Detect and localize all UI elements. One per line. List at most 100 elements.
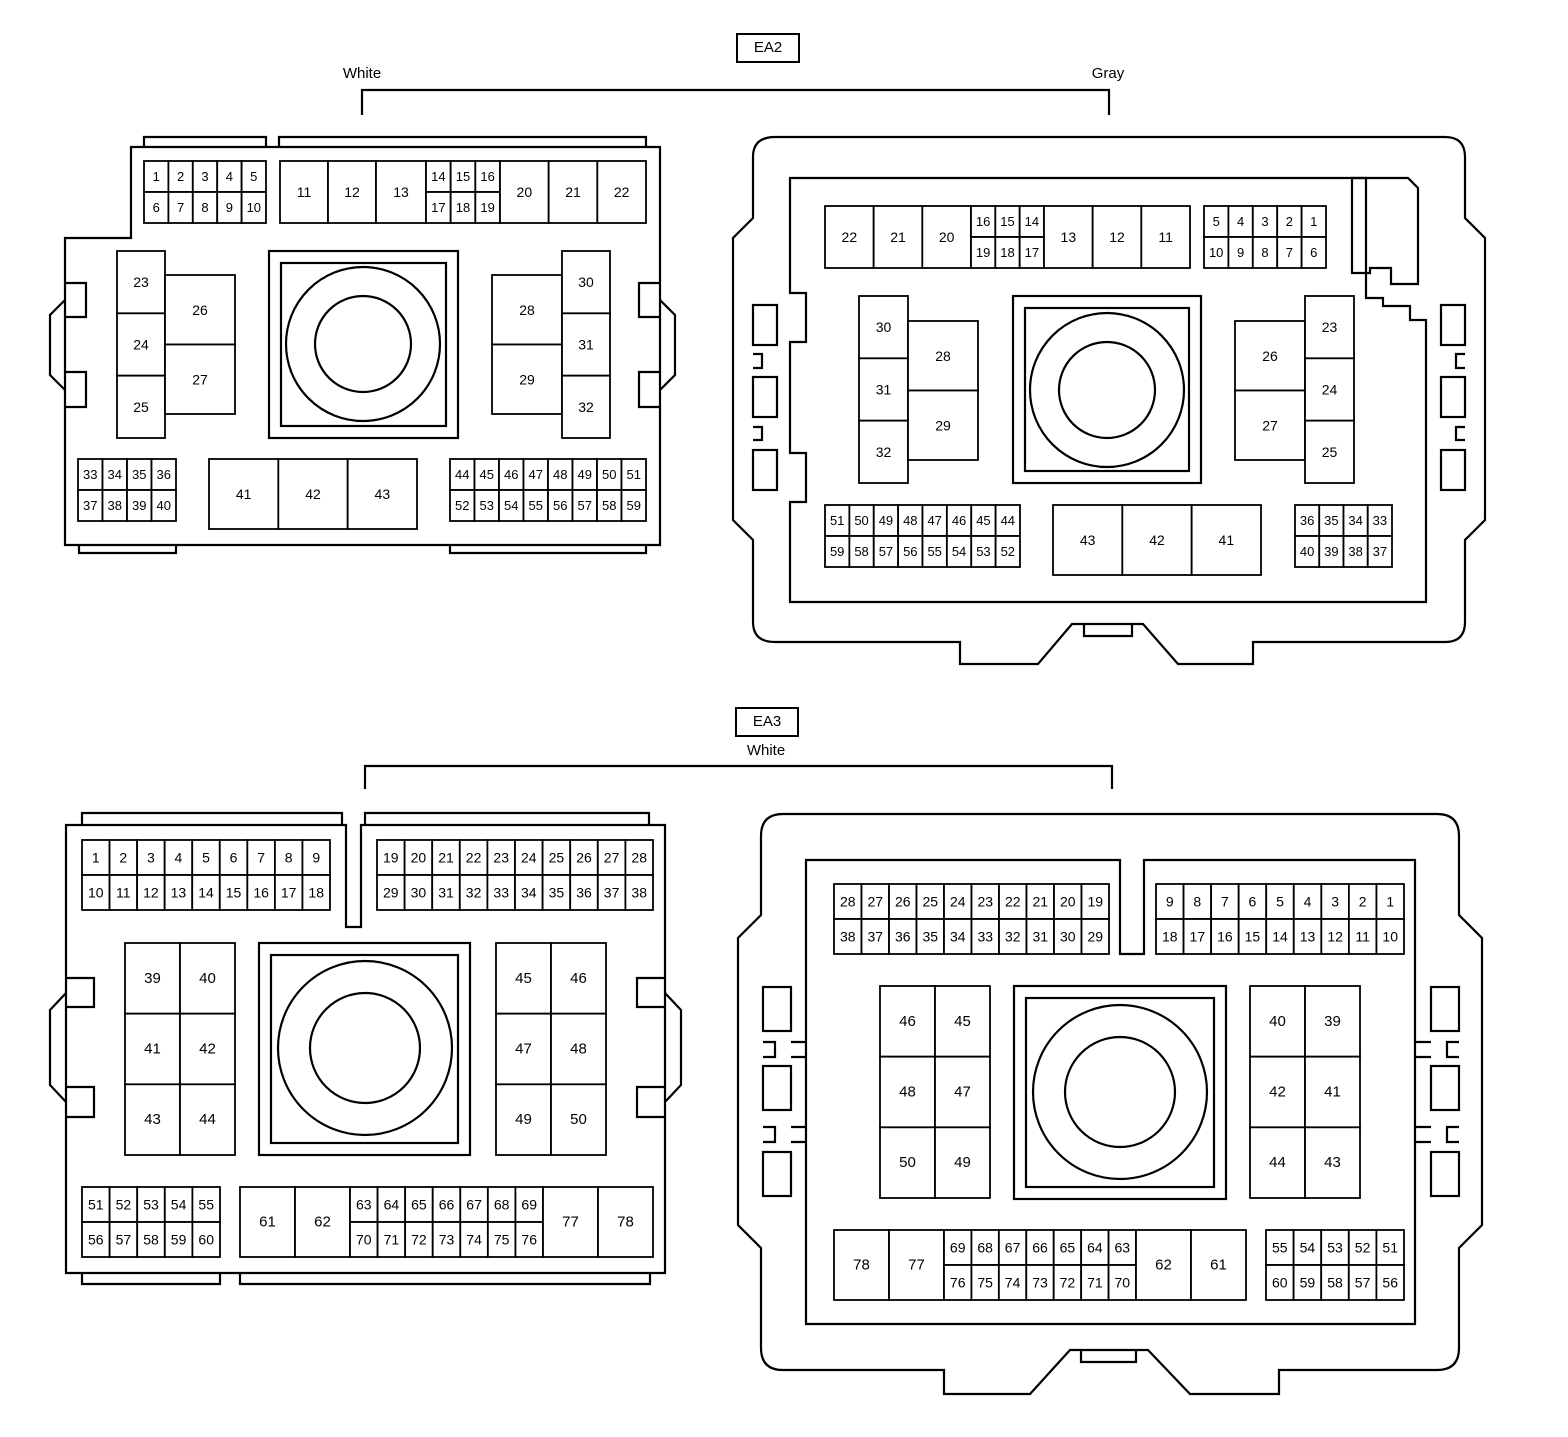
terminal-cell: [301, 874, 331, 911]
terminal-number: 15: [1000, 214, 1014, 229]
terminal-number: 37: [604, 885, 620, 901]
terminal-cell: [561, 374, 611, 439]
terminal-number: 27: [604, 850, 620, 866]
terminal-number: 63: [1114, 1240, 1130, 1256]
terminal-cell: [1249, 1055, 1306, 1129]
terminal-number: 7: [257, 850, 265, 866]
terminal-number: 71: [384, 1232, 400, 1248]
terminal-cell: [1053, 918, 1083, 955]
terminal-number: 45: [976, 513, 990, 528]
ea2-bracket: [360, 88, 1111, 115]
terminal-number: 2: [1286, 214, 1293, 229]
terminal-number: 17: [431, 200, 445, 215]
terminal-number: 43: [144, 1111, 161, 1128]
terminal-cell: [514, 1221, 544, 1258]
terminal-number: 32: [876, 444, 892, 460]
terminal-cell: [907, 389, 979, 461]
terminal-cell: [81, 1221, 111, 1258]
terminal-cell: [179, 1083, 236, 1156]
terminal-cell: [191, 1221, 221, 1258]
terminal-number: 60: [198, 1232, 214, 1248]
terminal-number: 62: [1155, 1257, 1172, 1274]
terminal-cell: [833, 918, 863, 955]
terminal-number: 28: [840, 894, 856, 910]
terminal-cell: [486, 874, 516, 911]
terminal-number: 49: [515, 1111, 532, 1128]
terminal-number: 50: [602, 467, 616, 482]
terminal-number: 67: [1005, 1240, 1021, 1256]
terminal-cell: [550, 1012, 607, 1086]
terminal-number: 12: [344, 184, 360, 200]
terminal-number: 11: [1158, 229, 1173, 245]
terminal-cell: [167, 160, 194, 193]
ea3-white-label: White: [746, 742, 786, 759]
terminal-number: 41: [1324, 1084, 1341, 1101]
terminal-cell: [1320, 918, 1350, 955]
terminal-number: 28: [519, 302, 535, 318]
terminal-number: 13: [171, 885, 187, 901]
terminal-number: 77: [908, 1257, 925, 1274]
terminal-cell: [921, 504, 948, 537]
terminal-number: 14: [1272, 929, 1288, 945]
terminal-number: 5: [1276, 894, 1284, 910]
terminal-number: 35: [132, 467, 146, 482]
terminal-number: 6: [230, 850, 238, 866]
terminal-number: 55: [529, 498, 543, 513]
terminal-number: 53: [480, 498, 494, 513]
terminal-cell: [498, 489, 525, 522]
terminal-number: 77: [562, 1214, 579, 1231]
terminal-number: 19: [1087, 894, 1103, 910]
terminal-number: 18: [1162, 929, 1178, 945]
terminal-number: 69: [521, 1197, 537, 1213]
terminal-number: 9: [1237, 245, 1244, 260]
terminal-number: 53: [976, 544, 990, 559]
terminal-number: 43: [375, 486, 391, 502]
terminal-cell: [431, 874, 461, 911]
terminal-number: 31: [578, 337, 594, 353]
terminal-number: 65: [411, 1197, 427, 1213]
terminal-cell: [150, 489, 177, 522]
terminal-number: 34: [1348, 513, 1362, 528]
terminal-number: 23: [493, 850, 509, 866]
terminal-number: 3: [147, 850, 155, 866]
terminal-cell: [346, 458, 418, 530]
terminal-number: 61: [259, 1214, 276, 1231]
terminal-number: 38: [840, 929, 856, 945]
terminal-cell: [150, 458, 177, 491]
terminal-number: 6: [1310, 245, 1317, 260]
terminal-number: 30: [1060, 929, 1076, 945]
terminal-cell: [136, 839, 166, 876]
terminal-cell: [879, 1055, 936, 1129]
terminal-cell: [108, 1221, 139, 1258]
terminal-number: 33: [83, 467, 97, 482]
terminal-cell: [136, 1186, 166, 1223]
terminal-cell: [279, 160, 329, 224]
terminal-number: 45: [480, 467, 494, 482]
terminal-number: 29: [935, 417, 951, 433]
terminal-number: 54: [504, 498, 518, 513]
terminal-number: 49: [954, 1154, 971, 1171]
terminal-cell: [163, 839, 194, 876]
terminal-number: 24: [1322, 382, 1338, 398]
terminal-cell: [349, 1221, 379, 1258]
terminal-number: 10: [1382, 929, 1398, 945]
terminal-number: 38: [631, 885, 647, 901]
terminal-number: 26: [1262, 348, 1278, 364]
terminal-cell: [116, 374, 166, 439]
terminal-cell: [1091, 205, 1143, 269]
terminal-number: 3: [201, 169, 208, 184]
terminal-number: 75: [977, 1275, 993, 1291]
terminal-number: 56: [903, 544, 917, 559]
terminal-cell: [624, 874, 654, 911]
terminal-cell: [458, 874, 489, 911]
terminal-number: 45: [515, 970, 532, 987]
terminal-number: 23: [977, 894, 993, 910]
terminal-number: 54: [171, 1197, 187, 1213]
terminal-number: 4: [175, 850, 183, 866]
terminal-number: 21: [438, 850, 454, 866]
terminal-cell: [1304, 295, 1355, 360]
terminal-cell: [77, 458, 104, 491]
terminal-number: 16: [1217, 929, 1233, 945]
terminal-cell: [921, 535, 948, 568]
